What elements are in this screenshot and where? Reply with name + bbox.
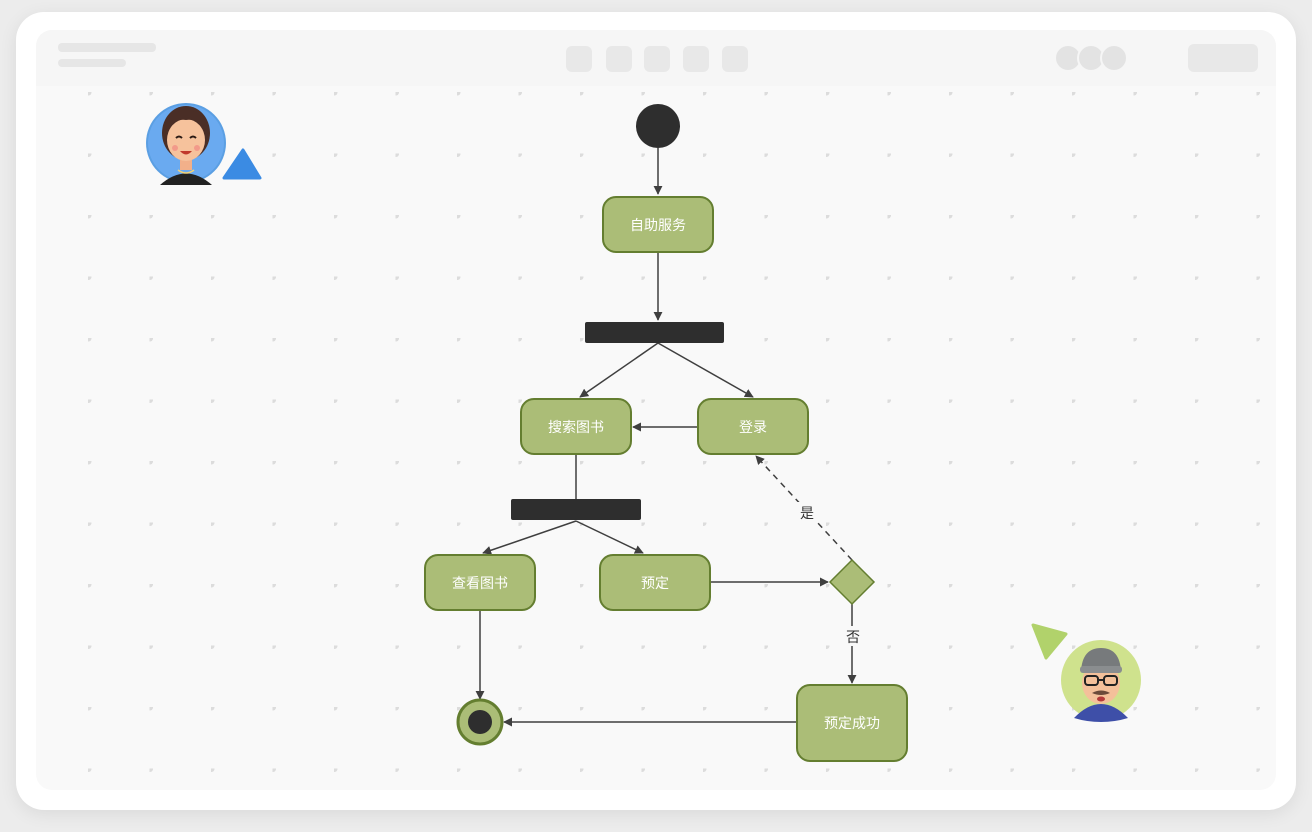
tool-button-2[interactable] <box>606 46 632 72</box>
node-reserve[interactable]: 预定 <box>599 554 711 611</box>
node-search-books[interactable]: 搜索图书 <box>520 398 632 455</box>
node-self-service-label: 自助服务 <box>630 218 686 234</box>
node-reserve-success[interactable]: 预定成功 <box>796 684 908 762</box>
edge-fork-to-login <box>657 342 754 398</box>
tool-button-1[interactable] <box>566 46 592 72</box>
edges <box>475 148 857 727</box>
tool-button-5[interactable] <box>722 46 748 72</box>
board-title-placeholder <box>58 43 156 52</box>
presence-avatar-3[interactable] <box>1100 44 1128 72</box>
edge-label-no: 否 <box>846 630 860 646</box>
node-search-books-label: 搜索图书 <box>548 419 604 436</box>
node-login[interactable]: 登录 <box>697 398 809 455</box>
top-toolbar <box>36 30 1276 86</box>
edge-fork2-to-reserve <box>575 520 644 554</box>
yes-label-bg <box>796 502 818 522</box>
edge-fork2-to-view <box>482 520 577 555</box>
node-view-books-label: 查看图书 <box>452 576 508 592</box>
tool-button-3[interactable] <box>644 46 670 72</box>
node-login-label: 登录 <box>739 420 767 436</box>
node-reserve-label: 预定 <box>641 576 669 592</box>
fork-bar-2[interactable] <box>511 499 641 520</box>
node-view-books[interactable]: 查看图书 <box>424 554 536 611</box>
node-reserve-success-label: 预定成功 <box>824 716 880 732</box>
collaborator-avatar-woman[interactable] <box>146 103 226 185</box>
blue-cursor-icon <box>222 148 262 180</box>
green-cursor-icon <box>1031 623 1068 660</box>
tool-button-4[interactable] <box>683 46 709 72</box>
board-subtitle-placeholder <box>58 59 126 67</box>
edge-label-yes: 是 <box>800 506 814 522</box>
final-node[interactable] <box>456 698 504 746</box>
no-label-bg <box>842 626 864 646</box>
collaborator-avatar-man[interactable] <box>1061 640 1141 722</box>
share-button[interactable] <box>1188 44 1258 72</box>
fork-bar-1[interactable] <box>585 322 724 343</box>
node-self-service[interactable]: 自助服务 <box>602 196 714 253</box>
decision-node[interactable] <box>828 558 876 606</box>
initial-node[interactable] <box>636 104 680 148</box>
edge-fork-to-search <box>579 342 659 398</box>
